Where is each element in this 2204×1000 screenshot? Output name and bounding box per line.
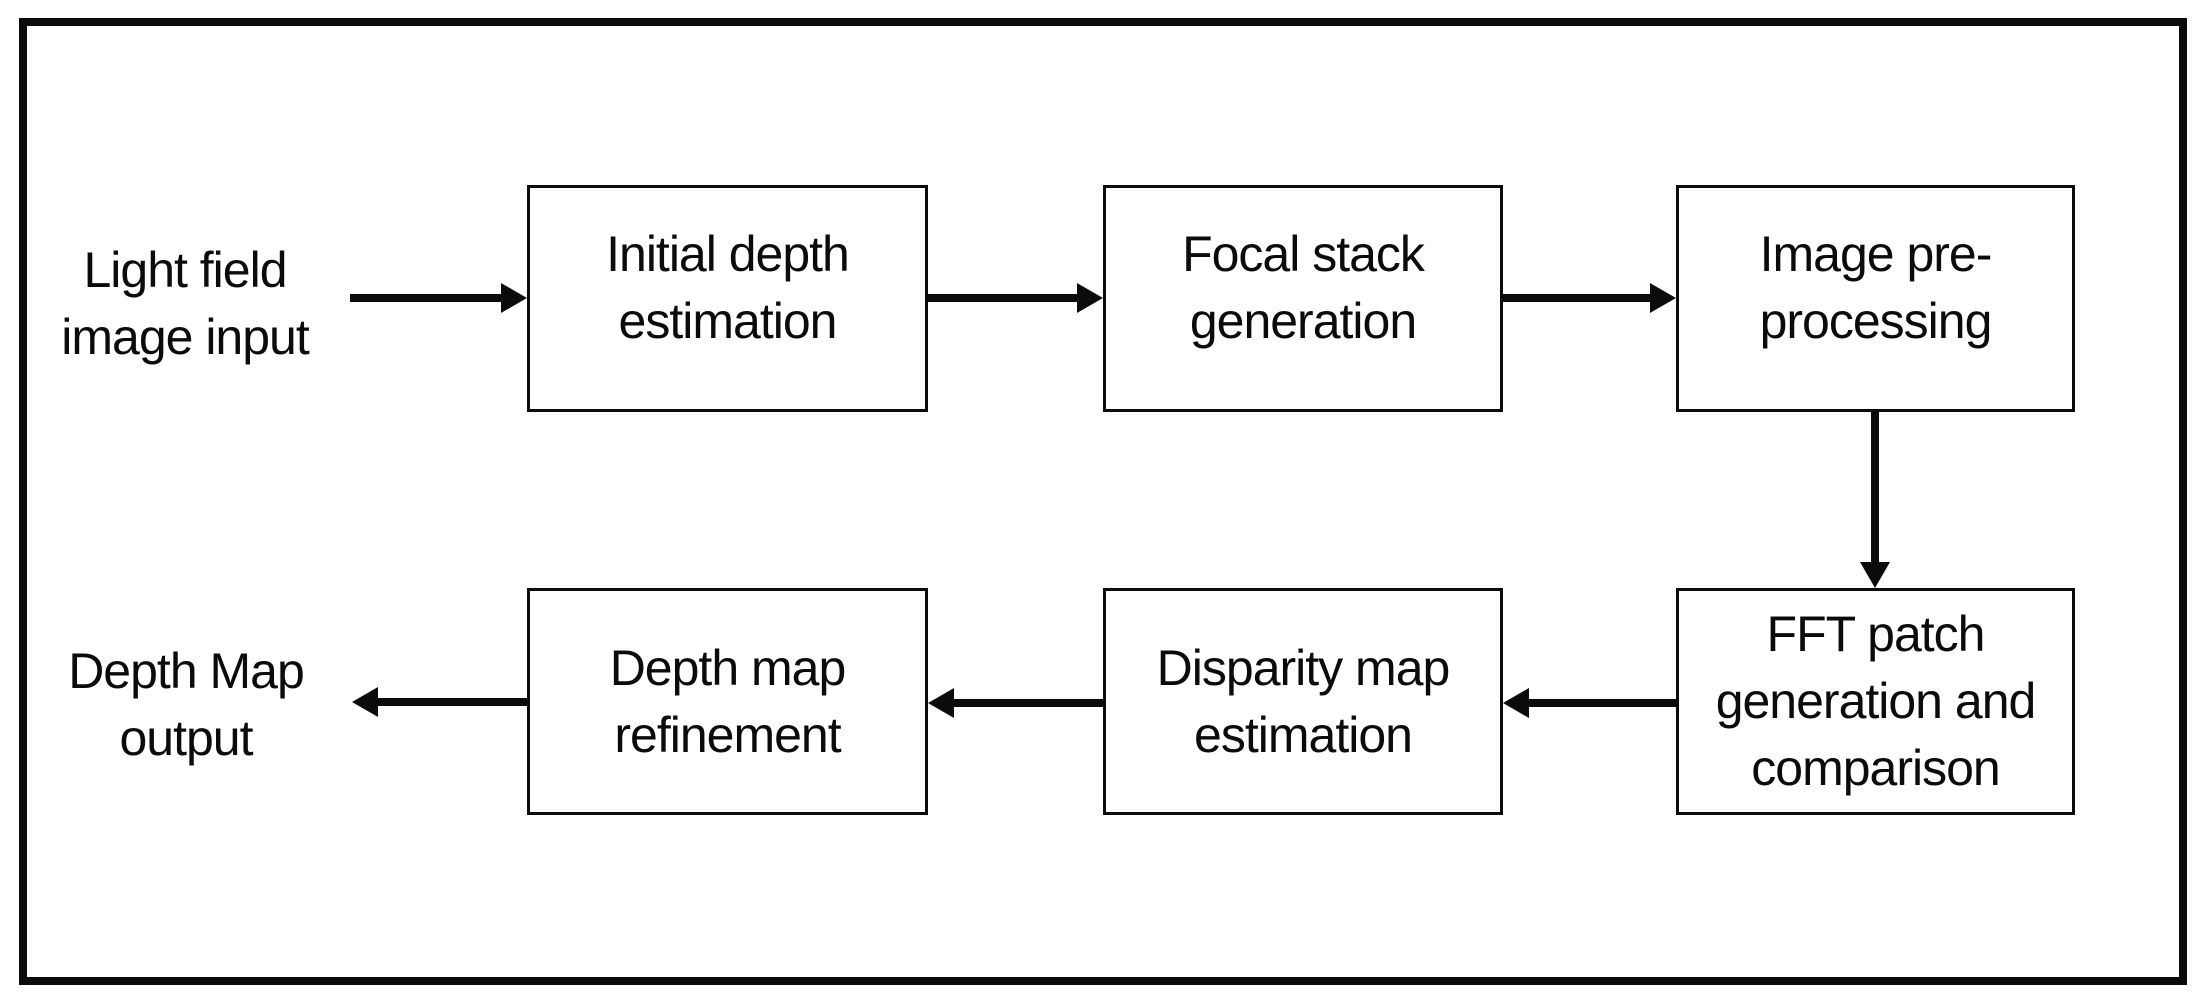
box-image-pre-processing: Image pre- processing [1676,185,2075,412]
box-initial-depth-estimation: Initial depth estimation [527,185,928,412]
arrow-left-icon [352,687,378,717]
arrow-right-icon [1650,283,1676,313]
box-text-line: comparison [1751,740,2000,796]
box-text-line: generation and [1715,673,2037,729]
box-text-line: Image pre- [1759,225,1993,282]
arrow-shaft [1503,294,1650,302]
arrow-left-icon [928,688,954,718]
box-focal-stack-generation: Focal stack generation [1103,185,1503,412]
arrow-down-icon [1860,562,1890,588]
label-depth-map-output: Depth Map output [36,638,336,772]
arrow-shaft [954,699,1103,707]
box-text-line: generation [1189,292,1417,349]
arrow-shaft [378,698,528,706]
box-text-line: Depth map [609,639,847,696]
box-text-line: Disparity map [1156,639,1451,696]
box-text-line: Focal stack [1182,225,1425,282]
arrow-shaft [350,294,501,302]
box-text-line: estimation [1194,706,1413,763]
arrow-right-icon [1077,283,1103,313]
box-text-line: FFT patch [1766,606,1986,662]
arrow-left-icon [1503,688,1529,718]
box-fft-patch-generation-comparison: FFT patch generation and comparison [1676,588,2075,815]
label-line: Depth Map [68,643,305,699]
label-line: Light field [83,242,287,298]
box-disparity-map-estimation: Disparity map estimation [1103,588,1503,815]
box-text-line: refinement [614,706,841,763]
box-text-line: Initial depth [606,225,850,282]
box-depth-map-refinement: Depth map refinement [527,588,928,815]
label-line: image input [61,309,310,365]
arrow-shaft [1871,412,1879,562]
arrow-shaft [1529,699,1676,707]
label-line: output [119,710,253,766]
diagram-border [19,18,2187,985]
arrow-shaft [928,294,1077,302]
box-text-line: processing [1759,292,1993,349]
box-text-line: estimation [618,292,838,349]
label-light-field-image-input: Light field image input [35,237,335,371]
arrow-right-icon [501,283,527,313]
